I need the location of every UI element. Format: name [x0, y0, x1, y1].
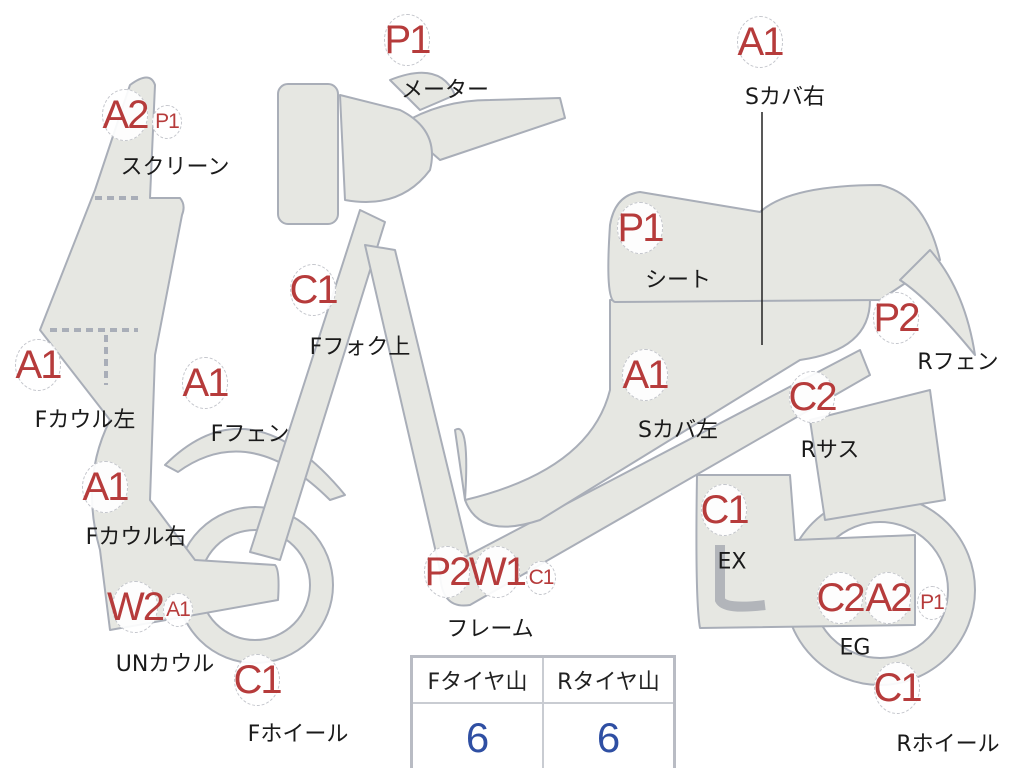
part-label: Fホイール: [247, 722, 349, 747]
part-label: Fフォク上: [309, 335, 411, 360]
part-label: Rサス: [800, 438, 860, 463]
damage-code-badge: C1: [289, 264, 339, 316]
damage-code-badge: A2: [102, 89, 149, 141]
front-fender-shape: [164, 427, 346, 501]
part-label: EX: [717, 549, 747, 575]
part-label: Fカウル右: [85, 525, 187, 550]
part-label: Sカバ右: [745, 85, 825, 110]
part-label: Fフェン: [210, 422, 290, 447]
part-label: Sカバ左: [638, 418, 718, 443]
part-label: Rフェン: [917, 350, 999, 375]
damage-code-badge: W1: [469, 546, 527, 598]
part-label: UNカウル: [115, 652, 215, 677]
part-label: メーター: [400, 78, 490, 103]
part-label: シート: [644, 268, 712, 293]
tire-tread-table: Fタイヤ山 Rタイヤ山 6 6: [410, 655, 676, 768]
damage-code-badge: A1: [622, 349, 669, 401]
damage-code-badge: C2: [788, 371, 838, 423]
damage-code-badge: W2: [107, 581, 165, 633]
seat-shape: [607, 184, 941, 303]
damage-code-badge: C1: [873, 662, 923, 714]
front-tire-header: Fタイヤ山: [410, 655, 544, 704]
damage-code-badge: C1: [700, 484, 750, 536]
damage-code-badge: C2: [816, 572, 866, 624]
damage-code-badge: A1: [182, 357, 229, 409]
side-cover-shape: [454, 299, 871, 528]
damage-code-badge: A1: [15, 339, 62, 391]
damage-code-badge: A1: [737, 16, 784, 68]
part-label: Rホイール: [896, 732, 1000, 757]
part-label: スクリーン: [120, 155, 230, 180]
part-label: Fカウル左: [34, 408, 136, 433]
damage-code-badge: P2: [424, 546, 471, 598]
part-label: EG: [839, 635, 871, 661]
rear-tire-value: 6: [542, 702, 676, 768]
rear-tire-header: Rタイヤ山: [542, 655, 676, 704]
damage-code-badge: P1: [152, 105, 182, 139]
damage-code-badge: A2: [865, 572, 912, 624]
damage-code-badge: P1: [917, 586, 947, 620]
damage-code-badge: P2: [873, 292, 920, 344]
damage-code-badge: C1: [233, 654, 283, 706]
damage-code-badge: A1: [82, 461, 129, 513]
damage-code-badge: A1: [163, 593, 193, 627]
damage-code-badge: P1: [617, 202, 664, 254]
damage-code-badge: C1: [526, 561, 556, 595]
front-tire-value: 6: [410, 702, 544, 768]
part-label: フレーム: [446, 617, 534, 642]
damage-code-badge: P1: [384, 14, 431, 66]
